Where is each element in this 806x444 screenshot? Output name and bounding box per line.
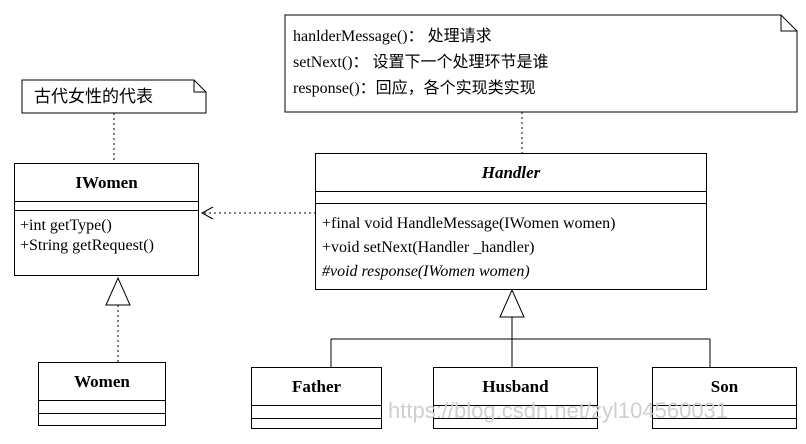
iwomen-class-name: IWomen (15, 164, 198, 202)
son-class: Son (652, 367, 797, 429)
women-note-fold (193, 80, 206, 93)
handler-class-name: Handler (316, 154, 706, 192)
iwomen-methods: +int getType() +String getRequest() (15, 211, 198, 256)
handler-note-line: response()：回应，各个实现类实现 (293, 80, 536, 97)
women-class: Women (38, 362, 166, 426)
women-attributes (39, 401, 165, 414)
handler-note-line: hanlderMessage()： 处理请求 (293, 28, 492, 45)
son-class-name: Son (653, 368, 796, 406)
handler-note-fold (780, 15, 797, 32)
iwomen-class: IWomen +int getType() +String getRequest… (14, 163, 199, 276)
husband-class-name: Husband (434, 368, 597, 406)
father-attributes (252, 406, 381, 419)
iwomen-attributes (15, 202, 198, 211)
women-note-text: 古代女性的代表 (34, 87, 153, 106)
dependency-arrowhead (200, 206, 214, 220)
watermark: https://blog.csdn.net/zyl104560031 (388, 398, 729, 423)
husband-attributes (434, 406, 597, 419)
son-attributes (653, 406, 796, 419)
women-class-name: Women (39, 363, 165, 401)
method: #void response(IWomen women) (322, 263, 530, 280)
generalization-arrowhead (499, 288, 525, 318)
handler-note-shape (284, 14, 798, 113)
women-note-shape (21, 79, 207, 114)
method: +void setNext(Handler _handler) (322, 239, 535, 256)
handler-methods: +final void HandleMessage(IWomen women) … (316, 204, 706, 284)
handler-note-line: setNext()： 设置下一个处理环节是谁 (293, 54, 549, 71)
handler-class: Handler +final void HandleMessage(IWomen… (315, 153, 707, 290)
realization-arrowhead (105, 276, 131, 306)
method: +final void HandleMessage(IWomen women) (322, 215, 616, 232)
husband-class: Husband (433, 367, 598, 429)
handler-attributes (316, 192, 706, 204)
method: +String getRequest() (20, 237, 154, 254)
father-class: Father (251, 367, 382, 429)
father-class-name: Father (252, 368, 381, 406)
method: +int getType() (20, 217, 112, 234)
